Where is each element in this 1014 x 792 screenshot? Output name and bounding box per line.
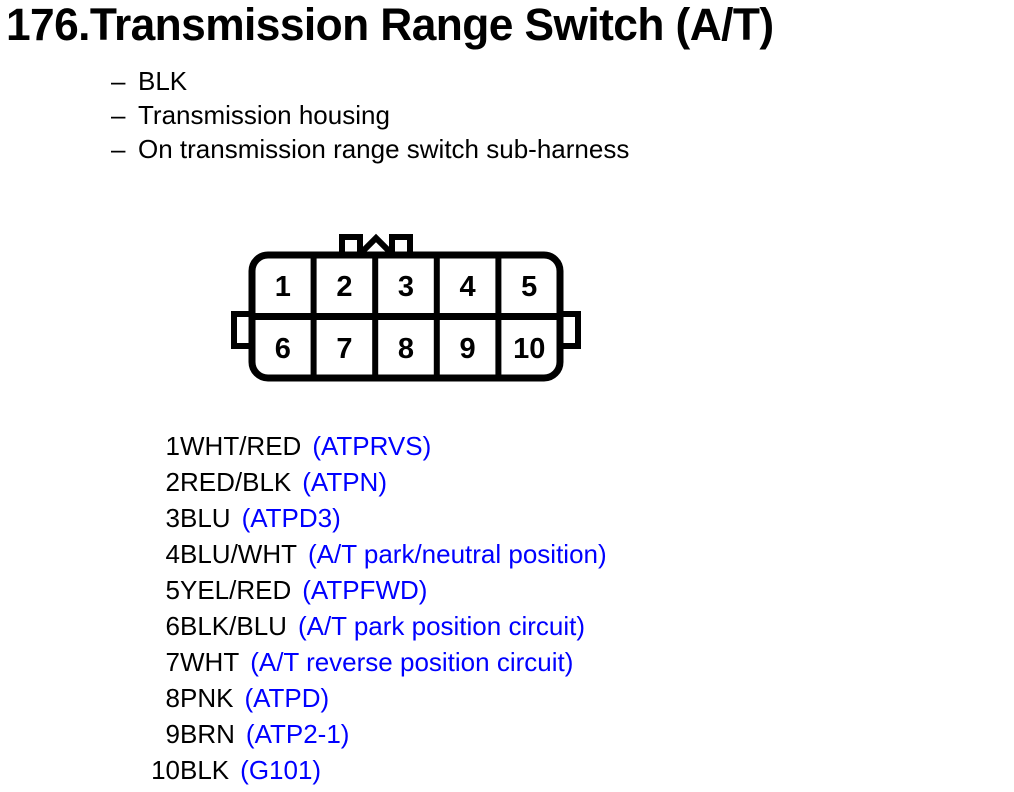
page-title: 176.Transmission Range Switch (A/T): [6, 0, 774, 50]
pin-circuit: (ATPD3): [241, 503, 341, 533]
pin-wire: RED/BLK: [180, 467, 292, 497]
connector-pin-1: 1: [275, 271, 291, 303]
pin-number: 2: [165, 467, 180, 497]
pin-number: 3: [165, 503, 180, 533]
connector-right-latch-icon: [560, 311, 581, 349]
notes-list: – BLK – Transmission housing – On transm…: [111, 64, 971, 166]
pin-wire: BRN: [180, 719, 235, 749]
pin-wire: WHT: [180, 647, 240, 677]
pin-list-item: 9 BRN (ATP2-1): [120, 716, 920, 752]
pin-list-item: 1 WHT/RED (ATPRVS): [120, 428, 920, 464]
note-item: – Transmission housing: [111, 98, 971, 132]
note-text: Transmission housing: [138, 100, 390, 130]
pin-circuit: (ATP2-1): [245, 719, 350, 749]
connector-pin-4: 4: [460, 271, 476, 303]
pin-number: 10: [151, 755, 180, 785]
pin-list-item: 3 BLU (ATPD3): [120, 500, 920, 536]
note-text: On transmission range switch sub-harness: [138, 134, 630, 164]
pin-number: 1: [165, 431, 180, 461]
connector-diagram: 1 2 3 4 5 6 7 8 9 10: [216, 222, 596, 388]
note-dash-icon: –: [111, 134, 126, 164]
pin-wire: PNK: [180, 683, 234, 713]
pin-list-item: 10 BLK (G101): [120, 752, 920, 788]
pin-number: 8: [165, 683, 180, 713]
pin-circuit: (ATPN): [302, 467, 387, 497]
connector-pin-9: 9: [460, 333, 476, 365]
connector-pin-3: 3: [398, 271, 414, 303]
pin-list-item: 7 WHT (A/T reverse position circuit): [120, 644, 920, 680]
connector-pin-7: 7: [336, 333, 352, 365]
connector-pin-8: 8: [398, 333, 414, 365]
pin-list-item: 2 RED/BLK (ATPN): [120, 464, 920, 500]
connector-svg: 1 2 3 4 5 6 7 8 9 10: [231, 233, 581, 382]
connector-left-latch-icon: [231, 311, 252, 349]
note-item: – On transmission range switch sub-harne…: [111, 132, 971, 166]
pin-wire: BLK/BLU: [180, 611, 287, 641]
pin-circuit: (A/T park/neutral position): [308, 539, 607, 569]
connector-pin-5: 5: [521, 271, 537, 303]
pin-wire: BLU: [180, 503, 231, 533]
pin-circuit: (G101): [240, 755, 322, 785]
note-text: BLK: [138, 66, 188, 96]
pin-number: 6: [165, 611, 180, 641]
pin-list-item: 5 YEL/RED (ATPFWD): [120, 572, 920, 608]
pin-list-item: 6 BLK/BLU (A/T park position circuit): [120, 608, 920, 644]
pin-circuit: (ATPRVS): [312, 431, 432, 461]
connector-pin-2: 2: [336, 271, 352, 303]
pin-circuit: (A/T park position circuit): [297, 611, 586, 641]
connector-pin-10: 10: [513, 333, 545, 365]
pin-circuit: (ATPD): [244, 683, 330, 713]
pin-circuit: (ATPFWD): [302, 575, 428, 605]
pin-list-item: 8 PNK (ATPD): [120, 680, 920, 716]
connector-pin-6: 6: [275, 333, 291, 365]
note-dash-icon: –: [111, 66, 126, 96]
pin-assignment-list: 1 WHT/RED (ATPRVS) 2 RED/BLK (ATPN) 3 BL…: [120, 428, 920, 788]
pin-list-item: 4 BLU/WHT (A/T park/neutral position): [120, 536, 920, 572]
pin-number: 5: [165, 575, 180, 605]
pin-number: 7: [165, 647, 180, 677]
pin-wire: WHT/RED: [180, 431, 302, 461]
pin-wire: BLK: [180, 755, 230, 785]
note-item: – BLK: [111, 64, 971, 98]
pin-circuit: (A/T reverse position circuit): [250, 647, 574, 677]
pin-wire: BLU/WHT: [180, 539, 297, 569]
note-dash-icon: –: [111, 100, 126, 130]
pin-number: 9: [165, 719, 180, 749]
pin-number: 4: [165, 539, 180, 569]
pin-wire: YEL/RED: [180, 575, 292, 605]
